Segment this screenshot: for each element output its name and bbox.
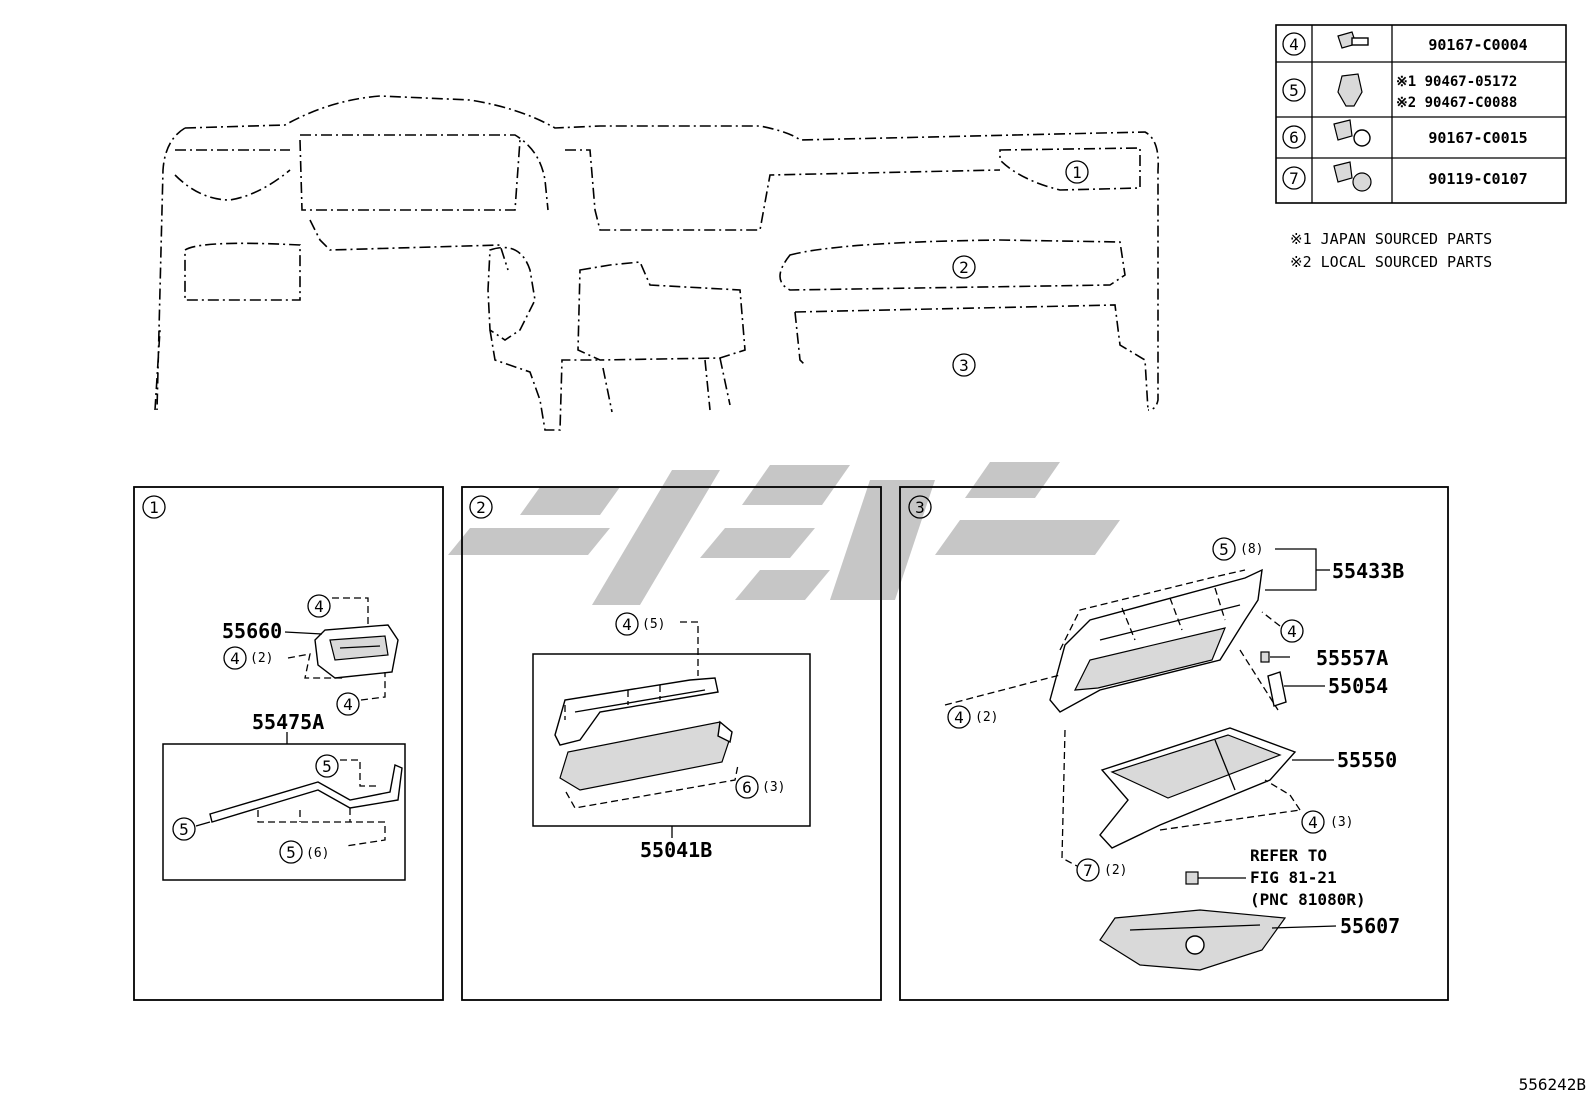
panel-2: 2 4 (5) 6 (3) 55041B — [461, 486, 882, 1001]
part-55433b-glove-box-frame[interactable] — [1049, 568, 1263, 713]
refer-note-line-2[interactable]: FIG 81-21 — [1250, 868, 1337, 887]
bolt-icon — [1333, 119, 1371, 147]
svg-text:7: 7 — [1289, 169, 1299, 188]
svg-text:(5): (5) — [642, 617, 665, 632]
svg-text:4: 4 — [314, 597, 324, 616]
note-japan-sourced: ※1 JAPAN SOURCED PARTS — [1290, 230, 1492, 248]
svg-text:3: 3 — [915, 498, 925, 517]
svg-text:4: 4 — [954, 708, 964, 727]
fastener-callout[interactable]: 6 (3) — [735, 775, 785, 799]
fastener-callout[interactable]: 4 (2) — [223, 646, 273, 670]
svg-text:(6): (6) — [306, 846, 329, 861]
part-55607-lower-cover[interactable] — [1099, 909, 1287, 971]
svg-text:5: 5 — [179, 820, 189, 839]
part-number-55054[interactable]: 55054 — [1328, 674, 1388, 698]
table-row: 4 90167-C0004 — [1282, 31, 1528, 56]
clip-icon — [1337, 73, 1363, 107]
svg-text:90119-C0107: 90119-C0107 — [1428, 170, 1527, 188]
part-55550-glove-box-door[interactable] — [1099, 727, 1297, 849]
fastener-callout[interactable]: 7 (2) — [1076, 858, 1127, 882]
panel-3: 3 5 (8) 55433B 4 55557A 55 — [899, 486, 1449, 1001]
svg-text:4: 4 — [1289, 35, 1299, 54]
fastener-callout[interactable]: 4 — [336, 692, 360, 716]
svg-text:5: 5 — [322, 757, 332, 776]
svg-text:※2 90467-C0088: ※2 90467-C0088 — [1396, 95, 1517, 111]
overview-callout-1[interactable]: 1 — [1065, 160, 1089, 184]
svg-text:2: 2 — [959, 258, 969, 277]
part-55475a-trim[interactable] — [209, 764, 403, 823]
part-number-55607[interactable]: 55607 — [1340, 914, 1400, 938]
part-55054-damper[interactable] — [1267, 671, 1287, 707]
bolt-icon — [1333, 161, 1372, 192]
svg-text:2: 2 — [476, 498, 486, 517]
svg-text:(3): (3) — [762, 780, 785, 795]
overview-callout-2[interactable]: 2 — [952, 255, 976, 279]
svg-text:(2): (2) — [975, 710, 998, 725]
table-row: 5 ※1 90467-05172 ※2 90467-C0088 — [1282, 73, 1517, 111]
fastener-callout[interactable]: 4 (3) — [1301, 810, 1353, 834]
svg-text:(2): (2) — [250, 651, 273, 666]
fastener-callout[interactable]: 4 (5) — [615, 612, 665, 636]
svg-text:7: 7 — [1083, 861, 1093, 880]
svg-text:4: 4 — [1308, 813, 1318, 832]
note-local-sourced: ※2 LOCAL SOURCED PARTS — [1290, 253, 1492, 271]
fastener-callout[interactable]: 4 (2) — [947, 705, 998, 729]
svg-text:90167-C0004: 90167-C0004 — [1428, 36, 1527, 54]
part-55660-bracket[interactable] — [314, 624, 399, 679]
svg-text:6: 6 — [1289, 128, 1299, 147]
fasteners-table: 4 90167-C0004 5 ※1 90467-05172 ※2 90467-… — [1275, 24, 1567, 204]
part-number-55041b[interactable]: 55041B — [640, 838, 712, 862]
part-55041b-lower-panel[interactable] — [559, 720, 733, 791]
svg-text:4: 4 — [622, 615, 632, 634]
part-number-55550[interactable]: 55550 — [1337, 748, 1397, 772]
svg-text:5: 5 — [1219, 540, 1229, 559]
svg-text:3: 3 — [959, 356, 969, 375]
fastener-callout[interactable]: 5 — [172, 817, 196, 841]
overview-callout-3[interactable]: 3 — [952, 353, 976, 377]
part-55041b-upper-bracket[interactable] — [554, 677, 719, 746]
part-55557a-damper-clip[interactable] — [1260, 651, 1270, 663]
figure-id: 556242B — [1519, 1075, 1586, 1094]
svg-text:4: 4 — [343, 695, 353, 714]
table-row: 7 90119-C0107 — [1282, 161, 1528, 192]
part-number-55660[interactable]: 55660 — [222, 619, 282, 643]
fastener-callout[interactable]: 4 — [1280, 619, 1304, 643]
fastener-callout[interactable]: 5 — [315, 754, 339, 778]
svg-text:4: 4 — [230, 649, 240, 668]
watermark-logo — [448, 462, 1120, 605]
svg-text:(3): (3) — [1330, 815, 1353, 830]
svg-text:(8): (8) — [1240, 542, 1263, 557]
table-row: 6 90167-C0015 — [1282, 119, 1528, 149]
panel-1: 1 55660 4 4 (2) 4 55475A — [133, 486, 444, 1001]
dashboard-overview — [154, 95, 1160, 431]
fastener-callout[interactable]: 5 (6) — [279, 840, 329, 864]
svg-text:5: 5 — [1289, 81, 1299, 100]
svg-text:90167-C0015: 90167-C0015 — [1428, 129, 1527, 147]
part-number-55433b[interactable]: 55433B — [1332, 559, 1404, 583]
part-lamp-socket — [1185, 871, 1199, 885]
refer-note-line-3[interactable]: (PNC 81080R) — [1250, 890, 1366, 909]
part-number-55475a[interactable]: 55475A — [252, 710, 324, 734]
refer-note-line-1: REFER TO — [1250, 846, 1327, 865]
svg-text:※1 90467-05172: ※1 90467-05172 — [1396, 74, 1517, 90]
part-number-55557a[interactable]: 55557A — [1316, 646, 1388, 670]
svg-text:6: 6 — [742, 778, 752, 797]
fastener-callout[interactable]: 4 — [307, 594, 331, 618]
svg-text:4: 4 — [1287, 622, 1297, 641]
svg-text:1: 1 — [149, 498, 159, 517]
svg-text:(2): (2) — [1104, 863, 1127, 878]
fastener-callout[interactable]: 5 (8) — [1212, 537, 1263, 561]
bolt-icon — [1337, 31, 1369, 49]
svg-text:1: 1 — [1072, 163, 1082, 182]
svg-text:5: 5 — [286, 843, 296, 862]
